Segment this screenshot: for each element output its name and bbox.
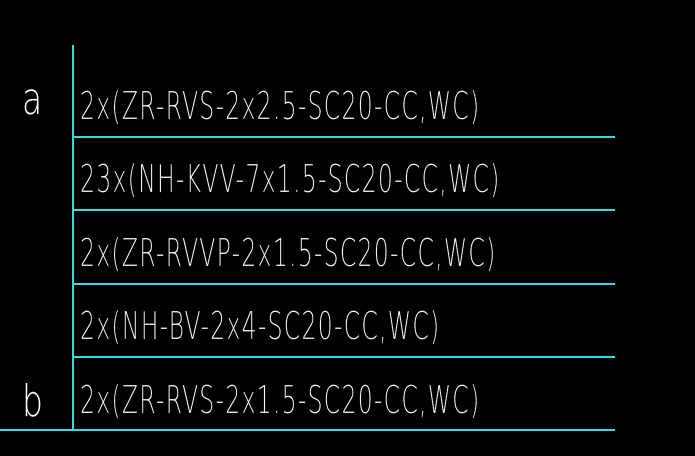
cable-spec-row: 2x(ZR-RVS-2x2.5-SC20-CC,WC) — [80, 84, 481, 128]
row-separator-line — [73, 283, 615, 285]
cable-spec-row: 2x(ZR-RVS-2x1.5-SC20-CC,WC) — [80, 378, 481, 422]
vertical-divider-line — [72, 45, 74, 431]
row-separator-line — [73, 356, 615, 358]
cable-spec-row: 23x(NH-KVV-7x1.5-SC20-CC,WC) — [80, 157, 501, 201]
cable-spec-row: 2x(NH-BV-2x4-SC20-CC,WC) — [80, 304, 441, 348]
bottom-baseline-line — [0, 429, 615, 431]
row-separator-line — [73, 136, 615, 138]
label-a: a — [22, 74, 43, 125]
cable-spec-row: 2x(ZR-RVVP-2x1.5-SC20-CC,WC) — [80, 231, 497, 275]
row-separator-line — [73, 209, 615, 211]
label-b: b — [22, 376, 43, 427]
